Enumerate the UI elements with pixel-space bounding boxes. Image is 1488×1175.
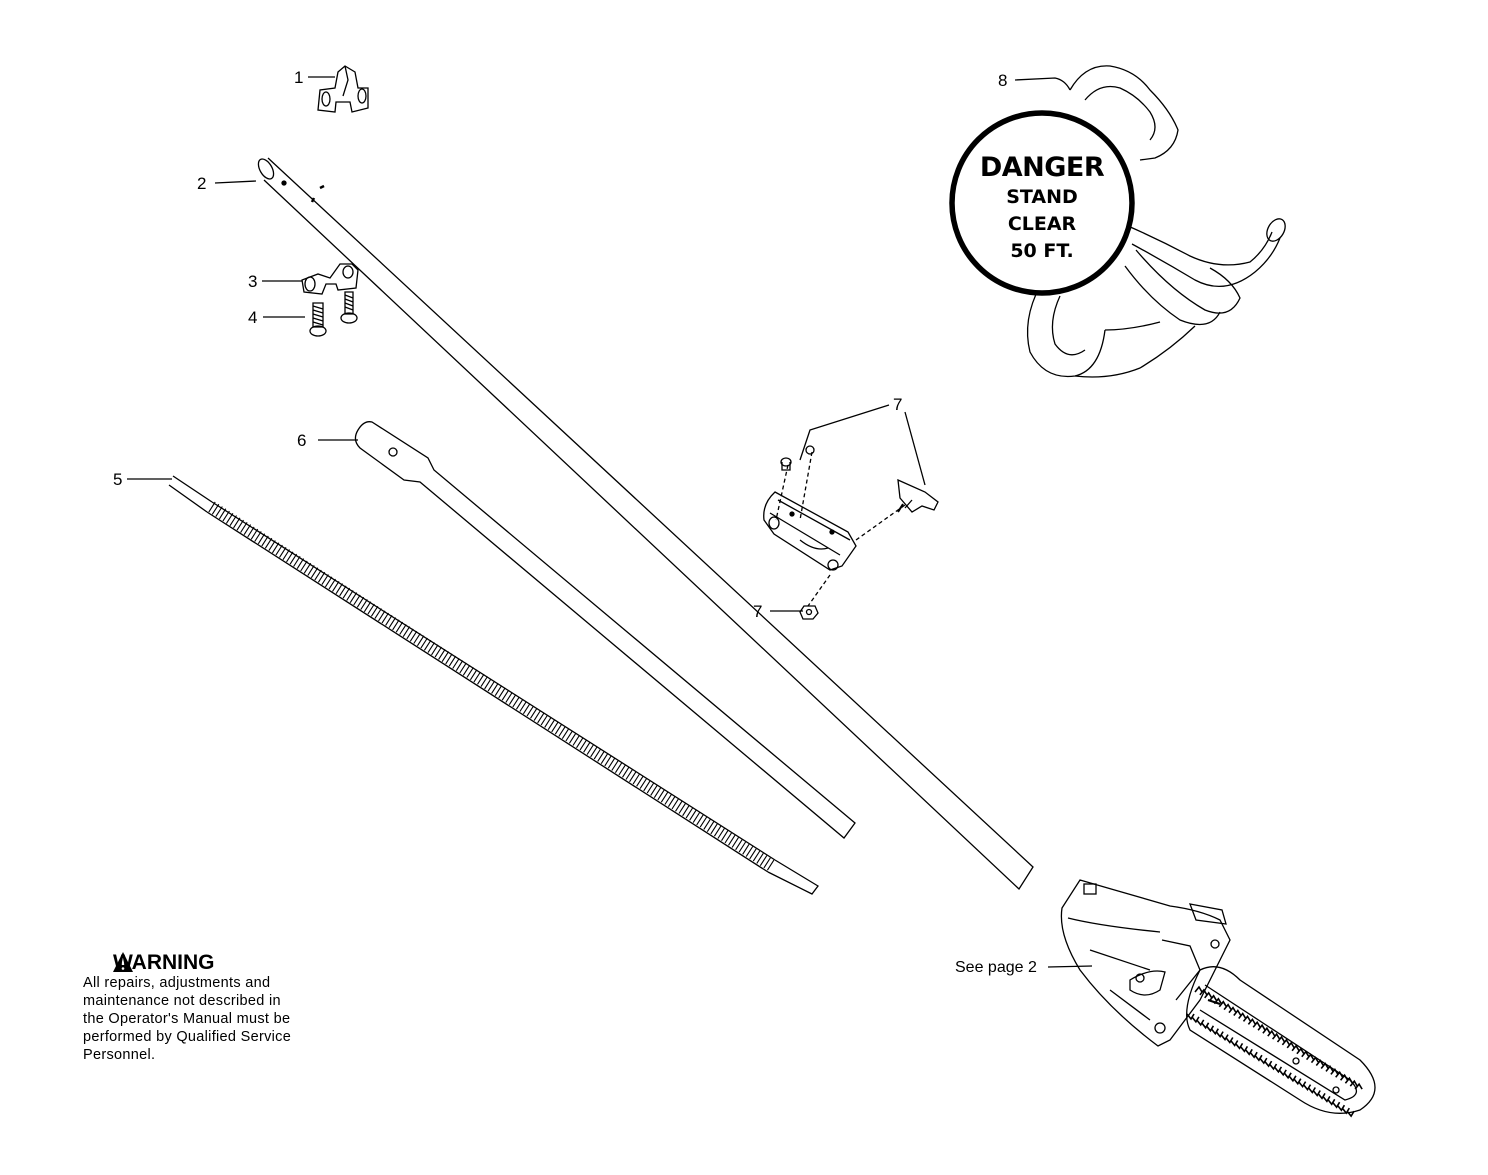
warning-line: All repairs, adjustments and xyxy=(83,975,271,991)
warning-line: Personnel. xyxy=(83,1047,156,1063)
warning-text: All repairs, adjustments and maintenance… xyxy=(83,974,323,1064)
clamp-part-1 xyxy=(317,65,369,113)
leader-lines xyxy=(127,76,1093,968)
warning-triangle-icon xyxy=(113,952,133,972)
callout-1: 1 xyxy=(294,68,304,87)
callout-3: 3 xyxy=(248,272,258,291)
warning-notice: WARNING All repairs, adjustments and mai… xyxy=(83,952,323,1064)
clamp-part-3 xyxy=(301,263,359,295)
harness-part-8 xyxy=(949,65,1286,378)
warning-line: maintenance not described in xyxy=(83,993,281,1009)
callout-7-top: 7 xyxy=(893,395,903,414)
callout-4: 4 xyxy=(248,308,258,327)
callout-8: 8 xyxy=(998,71,1008,90)
pruner-head xyxy=(1060,879,1376,1118)
flex-cable-part-5 xyxy=(168,475,819,895)
warning-line: the Operator's Manual must be xyxy=(83,1011,291,1027)
screws-part-4 xyxy=(309,291,358,337)
callout-5: 5 xyxy=(113,470,123,489)
shaft-part-6 xyxy=(354,421,856,839)
see-page-reference: See page 2 xyxy=(955,959,1037,976)
tube-part-2 xyxy=(257,157,1034,891)
callout-6: 6 xyxy=(297,431,307,450)
callout-2: 2 xyxy=(197,174,207,193)
bracket-assembly xyxy=(763,451,906,607)
callout-7-bottom: 7 xyxy=(753,602,763,621)
warning-title: WARNING xyxy=(113,951,215,974)
fasteners-part-7 xyxy=(780,445,939,620)
warning-line: performed by Qualified Service xyxy=(83,1029,292,1045)
